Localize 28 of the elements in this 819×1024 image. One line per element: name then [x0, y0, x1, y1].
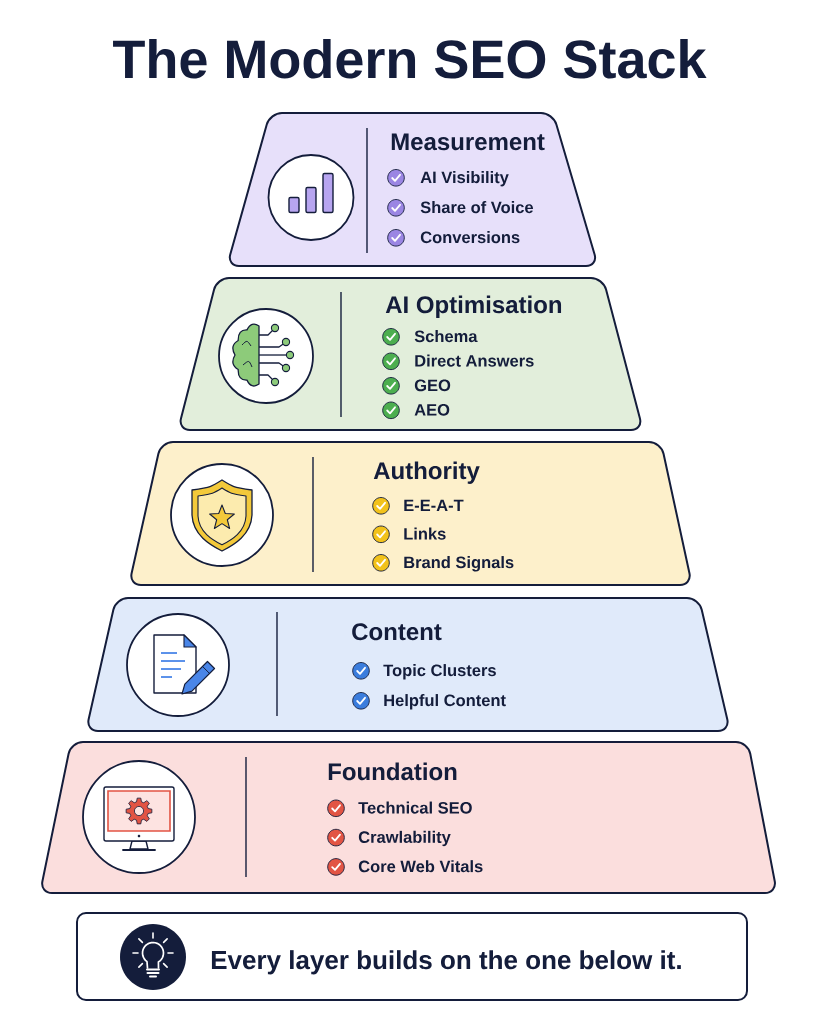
layer-heading: Content	[352, 623, 442, 641]
pyramid-layer	[87, 597, 729, 732]
checklist-item: Brand Signals	[404, 556, 514, 572]
pyramid-layer	[179, 277, 642, 431]
note-text: Every layer builds on the one below it.	[211, 950, 681, 975]
checklist-item: GEO	[414, 379, 451, 392]
checklist-item: Share of Voice	[420, 201, 534, 214]
checklist-item: Conversions	[420, 231, 520, 244]
checklist-item: Schema	[414, 330, 478, 343]
pyramid-layer	[130, 441, 691, 586]
checklist-item: Helpful Content	[384, 694, 506, 710]
checklist-item: Technical SEO	[358, 801, 472, 814]
layer-heading: Foundation	[328, 762, 457, 781]
title: The Modern SEO Stack	[113, 38, 707, 79]
layer-heading: AI Optimisation	[385, 295, 562, 318]
checklist-item: Topic Clusters	[383, 664, 496, 680]
note-box	[76, 912, 748, 1001]
checklist-item: Direct Answers	[415, 354, 534, 367]
pyramid-layer	[228, 112, 597, 267]
checklist-item: Crawlability	[358, 830, 451, 847]
checklist-item: Links	[404, 527, 446, 540]
checklist-item: E-E-A-T	[404, 499, 464, 511]
checklist-item: Core Web Vitals	[358, 860, 483, 873]
layer-heading: Measurement	[391, 133, 545, 151]
layer-heading: Authority	[373, 461, 480, 484]
checklist-item: AI Visibility	[420, 171, 509, 187]
pyramid-layer	[41, 741, 776, 894]
checklist-item: AEO	[414, 404, 450, 416]
